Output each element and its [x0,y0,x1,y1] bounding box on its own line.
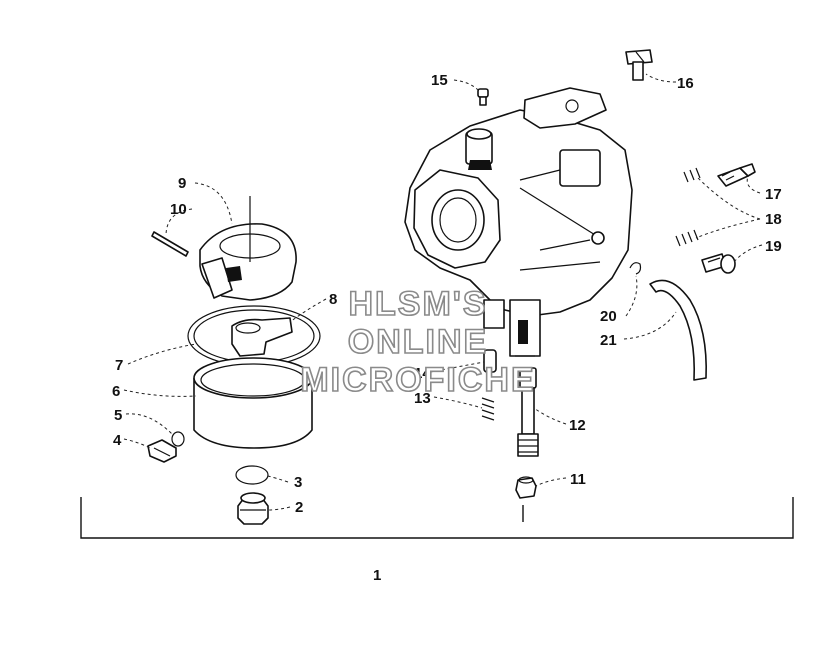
label-part-12: 12 [569,417,586,434]
screw-16 [625,49,653,81]
label-part-21: 21 [600,332,617,349]
label-part-17: 17 [765,186,782,203]
nut-11 [515,476,537,499]
clip-20 [629,262,642,275]
label-part-19: 19 [765,238,782,255]
label-part-6: 6 [112,383,120,400]
watermark-line-2: ONLINE [348,323,488,361]
label-part-14: 14 [414,365,431,382]
leader-lines [123,73,763,511]
label-part-4: 4 [113,432,122,449]
label-part-2: 2 [295,499,303,516]
hose-21 [649,279,707,381]
float-bowl-6 [193,357,313,449]
label-part-15: 15 [431,72,448,89]
label-part-10: 10 [170,201,187,218]
label-part-20: 20 [600,308,617,325]
watermark: HLSM'S ONLINE MICROFICHE [300,284,535,400]
carburetor-body [404,87,633,357]
needle-valve-8 [231,317,293,357]
spring-18b [675,229,699,247]
idle-screw-19 [701,253,736,274]
label-part-8: 8 [329,291,337,308]
spring-13 [481,397,495,421]
main-jet-12 [517,367,539,457]
label-part-3: 3 [294,474,302,491]
label-part-9: 9 [178,175,186,192]
watermark-line-1: HLSM'S [348,285,487,323]
label-part-11: 11 [570,471,586,488]
plug-2 [237,492,269,525]
drain-screw-4 [147,439,177,463]
label-part-13: 13 [414,390,431,407]
pin-14 [483,349,497,373]
watermark-line-3: MICROFICHE [300,361,535,399]
pin-10 [151,231,189,257]
label-part-18: 18 [765,211,782,228]
screw-15 [477,88,489,106]
label-part-7: 7 [115,357,123,374]
float-9 [199,196,297,301]
label-part-5: 5 [114,407,122,424]
gasket-3 [235,465,269,485]
pilot-screw-17 [717,163,756,187]
label-part-1: 1 [373,567,381,584]
spring-18a [683,167,701,183]
assembly-bracket [80,497,794,539]
o-ring-5 [171,431,185,447]
label-part-16: 16 [677,75,694,92]
